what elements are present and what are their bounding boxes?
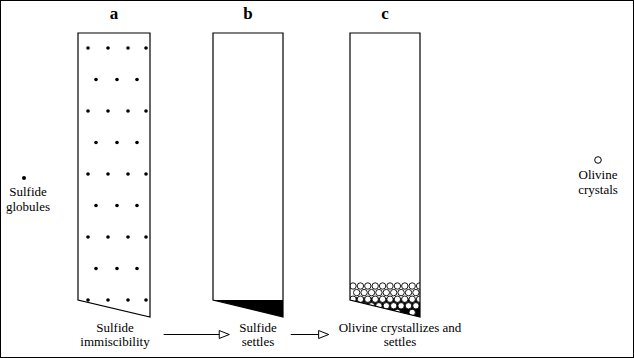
sulfide-globule — [144, 298, 148, 302]
sulfide-globule — [126, 172, 130, 176]
process-arrow — [164, 334, 230, 335]
olivine-crystal — [379, 283, 385, 289]
process-step: Sulfide immiscibility — [69, 321, 161, 349]
olivine-crystal — [368, 289, 374, 295]
magma-chamber-outline — [78, 33, 150, 317]
olivine-crystal — [387, 296, 393, 302]
sulfide-globule — [126, 235, 130, 239]
process-step: Olivine crystallizes and settles — [334, 321, 466, 349]
sulfide-globule — [94, 78, 98, 82]
olivine-crystal — [376, 289, 382, 295]
olivine-crystal — [365, 283, 371, 289]
step-label: Sulfide immiscibility — [80, 320, 149, 349]
olivine-crystal — [420, 289, 426, 295]
panel-letter: a — [70, 0, 158, 24]
olivine-crystal — [394, 283, 400, 289]
olivine-crystal — [354, 303, 360, 309]
olivine-crystal — [409, 283, 415, 289]
sulfide-globule — [135, 78, 139, 82]
olivine-crystal — [365, 309, 371, 315]
legend-note: Olivine crystals — [567, 167, 629, 197]
legend-note: Sulfide globules — [0, 184, 56, 214]
olivine-crystal — [398, 303, 404, 309]
sulfide-globule — [106, 298, 110, 302]
stage-panel: b — [205, 0, 291, 322]
olivine-crystal — [413, 289, 419, 295]
sulfide-globule — [144, 235, 148, 239]
panel-outline — [70, 0, 158, 322]
olivine-crystal — [409, 296, 415, 302]
process-arrow — [291, 334, 329, 335]
sulfide-globule — [106, 109, 110, 113]
step-label: Sulfide settles — [239, 320, 277, 349]
olivine-crystal — [402, 296, 408, 302]
olivine-crystal — [350, 309, 356, 315]
magma-chamber-outline — [350, 33, 420, 317]
sulfide-globule — [86, 235, 90, 239]
sulfide-globule — [86, 172, 90, 176]
step-label: Olivine crystallizes and settles — [339, 320, 462, 349]
olivine-crystal — [405, 303, 411, 309]
olivine-crystal — [372, 283, 378, 289]
sulfide-globule — [126, 46, 130, 50]
sulfide-globule — [94, 204, 98, 208]
olivine-crystal — [405, 289, 411, 295]
olivine-crystal — [391, 303, 397, 309]
olivine-crystal — [365, 296, 371, 302]
sulfide-globule — [106, 172, 110, 176]
olivine-crystal — [394, 296, 400, 302]
sulfide-globule — [144, 46, 148, 50]
olivine-crystal — [413, 303, 419, 309]
sulfide-globule — [126, 109, 130, 113]
sulfide-globule — [115, 267, 119, 271]
sulfide-globule — [86, 46, 90, 50]
panel-letter: b — [205, 0, 291, 24]
stage-panel: a — [70, 0, 158, 322]
panel-outline — [342, 0, 428, 322]
magma-chamber-outline — [213, 33, 283, 317]
olivine-crystal — [350, 283, 356, 289]
olivine-crystal — [379, 296, 385, 302]
sulfide-globule — [86, 298, 90, 302]
sulfide-globule — [86, 109, 90, 113]
sulfide-globule — [135, 267, 139, 271]
olivine-crystal — [391, 289, 397, 295]
panel-outline — [205, 0, 291, 322]
olivine-crystal — [357, 283, 363, 289]
olivine-crystal — [379, 309, 385, 315]
sulfide-globule — [94, 141, 98, 145]
sulfide-globule — [144, 109, 148, 113]
olivine-crystal — [387, 283, 393, 289]
olivine-crystal — [361, 289, 367, 295]
olivine-crystal — [372, 296, 378, 302]
olivine-crystal-symbol — [595, 157, 602, 164]
olivine-crystal — [354, 289, 360, 295]
process-step: Sulfide settles — [227, 321, 289, 349]
sulfide-globule — [115, 78, 119, 82]
stage-panel: c — [342, 0, 428, 322]
sulfide-globule-symbol — [22, 176, 26, 180]
olivine-crystal — [383, 289, 389, 295]
sulfide-globule — [115, 141, 119, 145]
sulfide-globule — [94, 267, 98, 271]
sulfide-globule — [126, 298, 130, 302]
olivine-crystal — [402, 283, 408, 289]
sulfide-globule — [135, 204, 139, 208]
olivine-crystal — [398, 289, 404, 295]
panel-letter: c — [342, 0, 428, 24]
sulfide-globule — [106, 46, 110, 50]
sulfide-globule — [144, 172, 148, 176]
sulfide-globule — [135, 141, 139, 145]
sulfide-globule — [106, 235, 110, 239]
sulfide-globule — [115, 204, 119, 208]
